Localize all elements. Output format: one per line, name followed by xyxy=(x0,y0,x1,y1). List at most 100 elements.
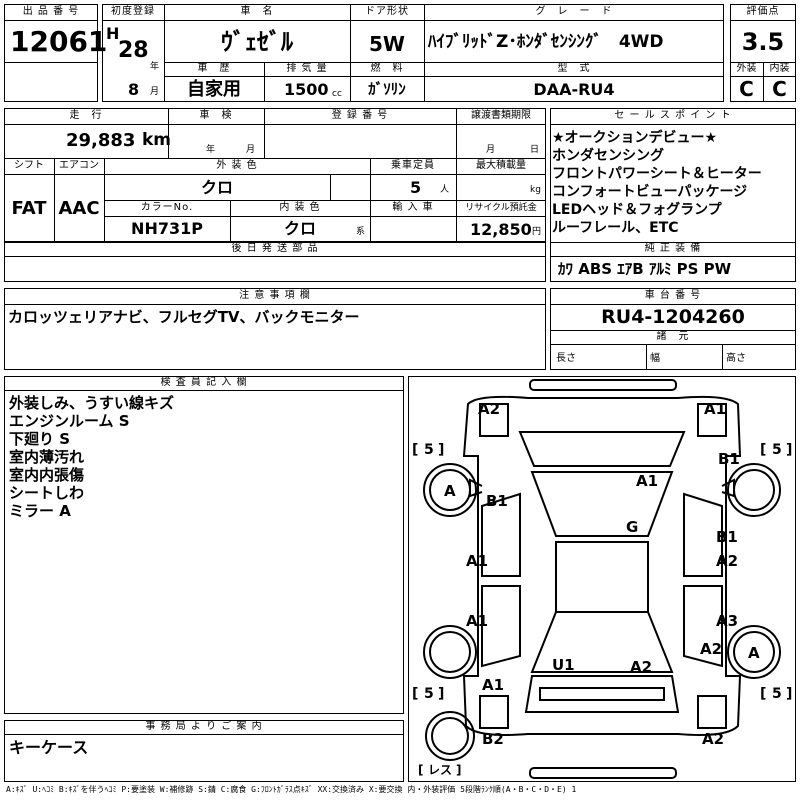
inspector-list: 外装しみ、うすい線キズ エンジンルーム S 下廻り S 室内薄汚れ 室内内張傷 … xyxy=(9,394,174,520)
color: クロ xyxy=(200,178,233,197)
capacity-unit: 人 xyxy=(440,185,450,195)
load-unit: kg xyxy=(530,185,541,195)
car-diagram: A2 A1 B1 A1 G B1 A1 A2 A1 A3 A2 U1 A2 A1… xyxy=(412,379,792,779)
notes-label: 注 意 事 項 欄 xyxy=(239,290,311,301)
damage-mark: B2 xyxy=(482,730,504,748)
sales-point: ホンダセンシング xyxy=(552,148,664,164)
sales-points-label: セ ー ル ス ポ イ ン ト xyxy=(614,110,732,121)
int-label: 内装 xyxy=(769,63,790,74)
svg-text:]: ] xyxy=(786,686,792,702)
damage-mark: A3 xyxy=(716,612,738,630)
chassis-label: 車 台 番 号 xyxy=(644,290,702,301)
tire-depth: 5 xyxy=(772,686,782,702)
svg-text:[: [ xyxy=(760,442,766,458)
damage-mark: A2 xyxy=(630,658,652,676)
mileage: 29,883 xyxy=(66,130,136,151)
car-name: ｳﾞｪｾﾞﾙ xyxy=(221,28,293,56)
month-unit: 月 xyxy=(150,87,160,97)
grade: ﾊｲﾌﾞﾘｯﾄﾞZ･ﾎﾝﾀﾞｾﾝｼﾝｸﾞ 4WD xyxy=(428,32,664,52)
office-text: キーケース xyxy=(9,738,89,757)
tire-depth: 5 xyxy=(772,442,782,458)
first-reg-label: 初度登録 xyxy=(111,6,155,17)
int-color-label: 内 装 色 xyxy=(279,202,321,213)
later-parts-label: 後 日 発 送 部 品 xyxy=(231,243,319,254)
damage-mark: A1 xyxy=(466,612,488,630)
svg-text:[: [ xyxy=(418,763,423,777)
inspector-item: シートしわ xyxy=(9,484,85,502)
model: DAA-RU4 xyxy=(533,80,615,99)
era: H xyxy=(106,24,120,43)
reg-year: 28 xyxy=(118,38,149,63)
lot-label: 出 品 番 号 xyxy=(22,6,80,17)
inspection-label: 車 検 xyxy=(199,110,233,121)
ac-label: エアコン xyxy=(59,160,99,171)
reg-month: 8 xyxy=(128,80,140,99)
capacity-label: 乗車定員 xyxy=(391,160,435,171)
door-label: ドア形状 xyxy=(365,6,409,17)
mileage-label: 走 行 xyxy=(69,110,103,121)
displacement: 1500 xyxy=(284,80,329,99)
legend: A:ｷｽﾞ U:ﾍｺﾐ B:ｷｽﾞを伴うﾍｺﾐ P:要塗装 W:補修跡 S:錆 … xyxy=(6,785,577,794)
int-color-unit: 系 xyxy=(356,227,366,237)
transfer-month: 月 xyxy=(486,145,496,155)
displacement-unit: cc xyxy=(332,89,342,99)
damage-mark: A1 xyxy=(482,676,504,694)
chassis-box xyxy=(550,288,796,370)
damage-mark: A2 xyxy=(716,552,738,570)
mileage-unit: km xyxy=(142,130,172,150)
height-label: 高さ xyxy=(726,353,746,364)
damage-mark: A1 xyxy=(466,552,488,570)
damage-diagram-box xyxy=(408,376,796,782)
import-label: 輸 入 車 xyxy=(392,202,434,213)
damage-mark: A2 xyxy=(478,400,500,418)
door-type: 5W xyxy=(369,32,405,56)
office-label: 事 務 局 よ り ご 案 内 xyxy=(145,721,263,732)
sales-points-list: ★オークションデビュー★ ホンダセンシング フロントパワーシート＆ヒーター コン… xyxy=(552,129,762,237)
width-label: 幅 xyxy=(650,353,660,364)
spec-box xyxy=(4,108,546,242)
ac: AAC xyxy=(58,198,100,219)
ext-grade: C xyxy=(739,77,754,101)
model-label: 型 式 xyxy=(557,63,591,74)
color-no-label: カラーNo. xyxy=(140,202,194,213)
inspector-item: 室内内張傷 xyxy=(9,466,85,484)
sales-point: フロントパワーシート＆ヒーター xyxy=(552,166,762,182)
shift-label: シフト xyxy=(14,160,44,171)
transfer-day: 日 xyxy=(530,145,540,155)
sales-point: LEDヘッド＆フォグランプ xyxy=(552,202,722,218)
spare-tire: レス xyxy=(428,763,452,777)
inspector-item: 下廻り S xyxy=(9,430,71,448)
sales-points-box xyxy=(550,108,796,282)
inspector-item: 外装しみ、うすい線キズ xyxy=(9,394,175,412)
damage-mark: G xyxy=(626,518,638,536)
fuel: ｶﾞｿﾘﾝ xyxy=(368,80,406,98)
car-name-label: 車 名 xyxy=(240,6,274,17)
transfer-label: 譲渡書類期限 xyxy=(471,110,531,121)
inspector-item: ミラー A xyxy=(9,502,71,520)
reg-no-label: 登 録 番 号 xyxy=(331,110,389,121)
inspector-box xyxy=(4,376,404,714)
int-grade: C xyxy=(772,77,787,101)
damage-mark: U1 xyxy=(552,656,575,674)
shift: FAT xyxy=(11,198,47,219)
damage-mark: A2 xyxy=(702,730,724,748)
sales-point: ★オークションデビュー★ xyxy=(552,130,718,146)
grade-label: グ レ ー ド xyxy=(535,6,613,17)
recycle-label: リサイクル預託金 xyxy=(465,203,537,213)
insp-year: 年 xyxy=(206,145,216,155)
damage-mark: A1 xyxy=(636,472,658,490)
history: 自家用 xyxy=(187,79,241,100)
svg-text:]: ] xyxy=(438,686,444,702)
history-label: 車 歴 xyxy=(197,63,231,74)
load-label: 最大積載量 xyxy=(476,160,526,171)
fuel-label: 燃 料 xyxy=(370,63,404,74)
capacity: 5 xyxy=(410,178,422,197)
length-label: 長さ xyxy=(556,353,576,364)
lot-number: 12061 xyxy=(10,25,108,58)
damage-mark: A2 xyxy=(700,640,722,658)
score-label: 評価点 xyxy=(746,6,780,17)
damage-mark: B1 xyxy=(718,450,740,468)
equipment-label: 純 正 装 備 xyxy=(644,243,702,254)
notes-box xyxy=(4,288,546,370)
main-header-box xyxy=(102,4,724,102)
